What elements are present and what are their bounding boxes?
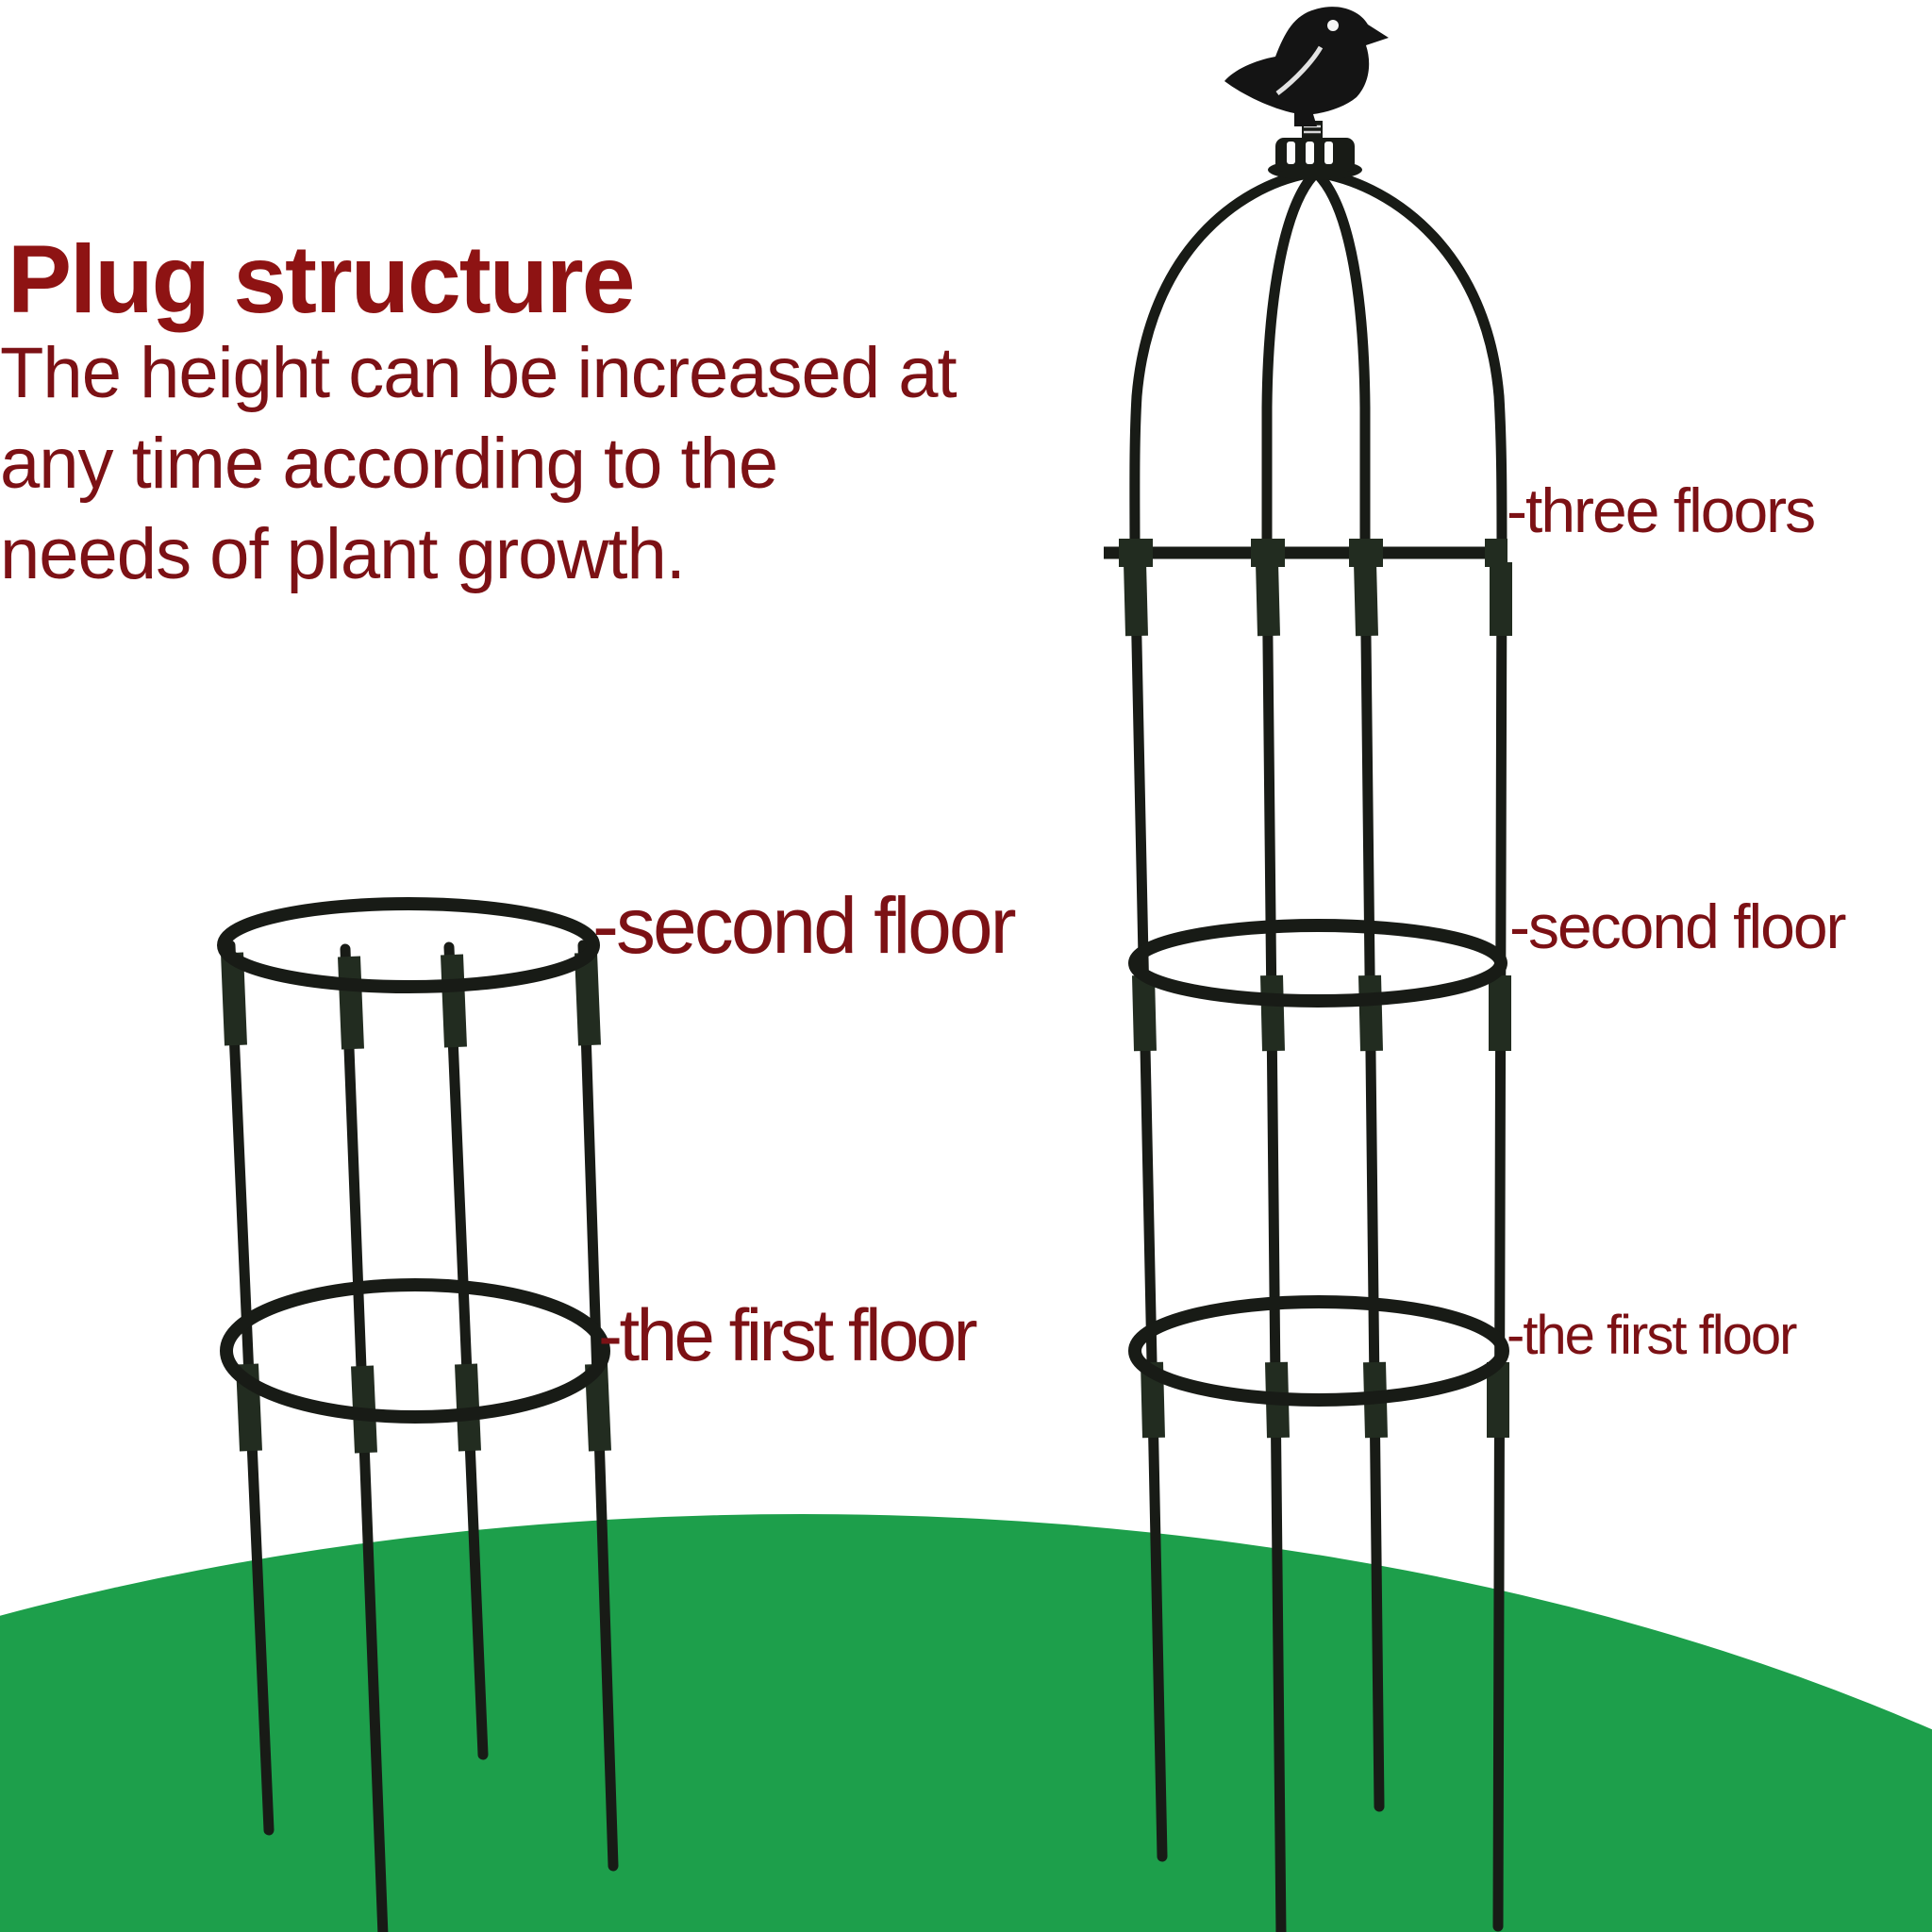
bird-wing-highlight: [1275, 45, 1324, 95]
dome-arc: [1313, 170, 1371, 562]
leg: [1492, 547, 1507, 1932]
label-short-trellis-first-floor: -the first floor: [598, 1293, 978, 1376]
plug-sleeve: [1260, 974, 1285, 1052]
label-tall-trellis-second-floor: -second floor: [1509, 891, 1847, 961]
plug-sleeve: [441, 954, 467, 1048]
hub-slot: [1306, 142, 1314, 164]
short-trellis-second-floor-ring: [217, 897, 600, 993]
plug-sleeve: [1256, 561, 1280, 637]
bird-finial-icon: [1224, 7, 1389, 126]
plug-sleeve: [1124, 561, 1148, 637]
dome-arc: [1317, 168, 1507, 562]
description-line: The height can be increased at: [0, 333, 958, 413]
page-title: Plug structure: [8, 225, 635, 334]
plug-sleeve: [338, 956, 364, 1050]
label-tall-trellis-first-floor: -the first floor: [1507, 1305, 1797, 1366]
hub-slot: [1324, 142, 1333, 164]
leg: [1129, 547, 1168, 1862]
plug-sleeve: [1132, 974, 1157, 1052]
short-trellis-plug-sleeves: [221, 952, 611, 1454]
dome-arc: [1129, 168, 1313, 562]
hub-slot: [1287, 142, 1295, 164]
tall-trellis-legs: [1129, 547, 1507, 1932]
tall-trellis-second-floor-ring: [1128, 919, 1507, 1008]
dome-hub: [1268, 121, 1362, 180]
label-tall-trellis-three-floors: -three floors: [1507, 475, 1816, 545]
description-line: needs of plant growth.: [0, 514, 686, 594]
short-trellis: [217, 897, 619, 1932]
plug-sleeve: [221, 952, 247, 1046]
description-line: any time according to the: [0, 424, 778, 504]
label-short-trellis-second-floor: -second floor: [592, 881, 1017, 970]
plug-sleeve: [1358, 974, 1383, 1052]
leg: [1261, 547, 1287, 1932]
leg: [1359, 547, 1385, 1812]
dome-arcs: [1129, 168, 1507, 562]
tall-trellis-first-floor-ring: [1128, 1295, 1509, 1407]
leg: [443, 941, 489, 1760]
ground-mound: [0, 1514, 1932, 1932]
plug-sleeve: [455, 1363, 481, 1452]
dome-arc: [1261, 170, 1319, 562]
plug-sleeve: [585, 1363, 611, 1452]
bird-eye: [1327, 20, 1339, 31]
tall-trellis: [1104, 7, 1512, 1932]
description: The height can be increased at any time …: [0, 328, 958, 600]
short-trellis-first-floor-ring: [220, 1278, 610, 1424]
plug-sleeve: [575, 952, 601, 1046]
plug-sleeve: [1354, 561, 1378, 637]
